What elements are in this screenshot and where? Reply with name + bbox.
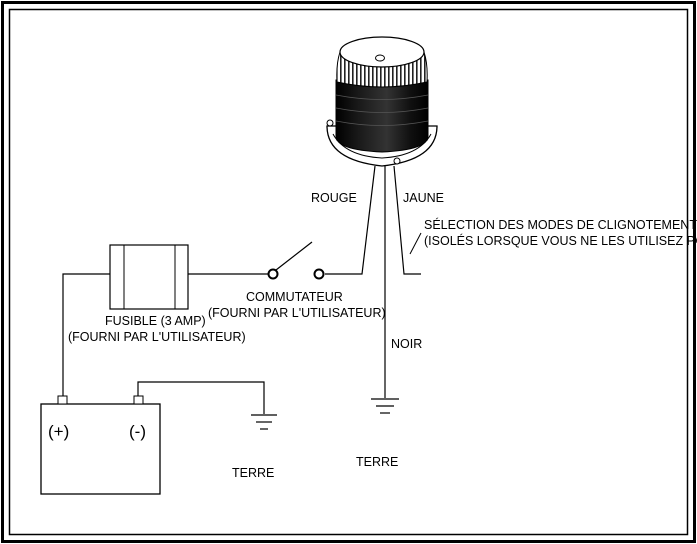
label-fuse: FUSIBLE (3 AMP): [105, 314, 206, 328]
label-flash-modes-note: (ISOLÉS LORSQUE VOUS NE LES UTILISEZ PAS…: [424, 233, 697, 248]
battery-negative-terminal: [133, 395, 144, 405]
switch-terminal-left: [267, 268, 279, 280]
mount-screw: [326, 119, 334, 127]
fuse-body: [109, 244, 189, 310]
battery-positive-terminal: [57, 395, 68, 405]
label-battery-positive: (+): [48, 422, 69, 441]
battery: [40, 395, 161, 495]
mount-screw: [393, 157, 401, 165]
label-flash-modes: SÉLECTION DES MODES DE CLIGNOTEMENT: [424, 217, 697, 232]
label-switch: COMMUTATEUR: [246, 290, 343, 304]
beacon-cap-top: [339, 36, 425, 68]
label-noir: NOIR: [391, 337, 422, 351]
switch-lever: [275, 241, 313, 271]
label-rouge: ROUGE: [311, 191, 357, 205]
fuse: [109, 244, 189, 310]
inner-frame: [8, 8, 689, 536]
beacon-light: [326, 36, 438, 167]
beacon-top-hole: [375, 54, 385, 62]
beacon-lens: [335, 79, 429, 153]
label-battery-negative: (-): [129, 422, 146, 441]
switch: [267, 241, 325, 280]
label-switch-note: (FOURNI PAR L'UTILISATEUR): [208, 306, 386, 320]
lens-bands: [335, 94, 429, 126]
ground-symbol-battery: [251, 414, 277, 430]
yellow-wire: [393, 165, 421, 275]
label-ground-beacon: TERRE: [356, 455, 398, 469]
switch-terminal-right: [313, 268, 325, 280]
label-fuse-note: (FOURNI PAR L'UTILISATEUR): [68, 330, 246, 344]
label-ground-battery: TERRE: [232, 466, 274, 480]
battery-body: [40, 403, 161, 495]
callout-leader: [409, 232, 422, 255]
label-jaune: JAUNE: [403, 191, 444, 205]
battery-to-fuse-wire: [62, 273, 110, 397]
battery-ground-wire: [137, 381, 265, 414]
red-wire: [325, 165, 376, 275]
ground-symbol-beacon: [371, 398, 399, 414]
